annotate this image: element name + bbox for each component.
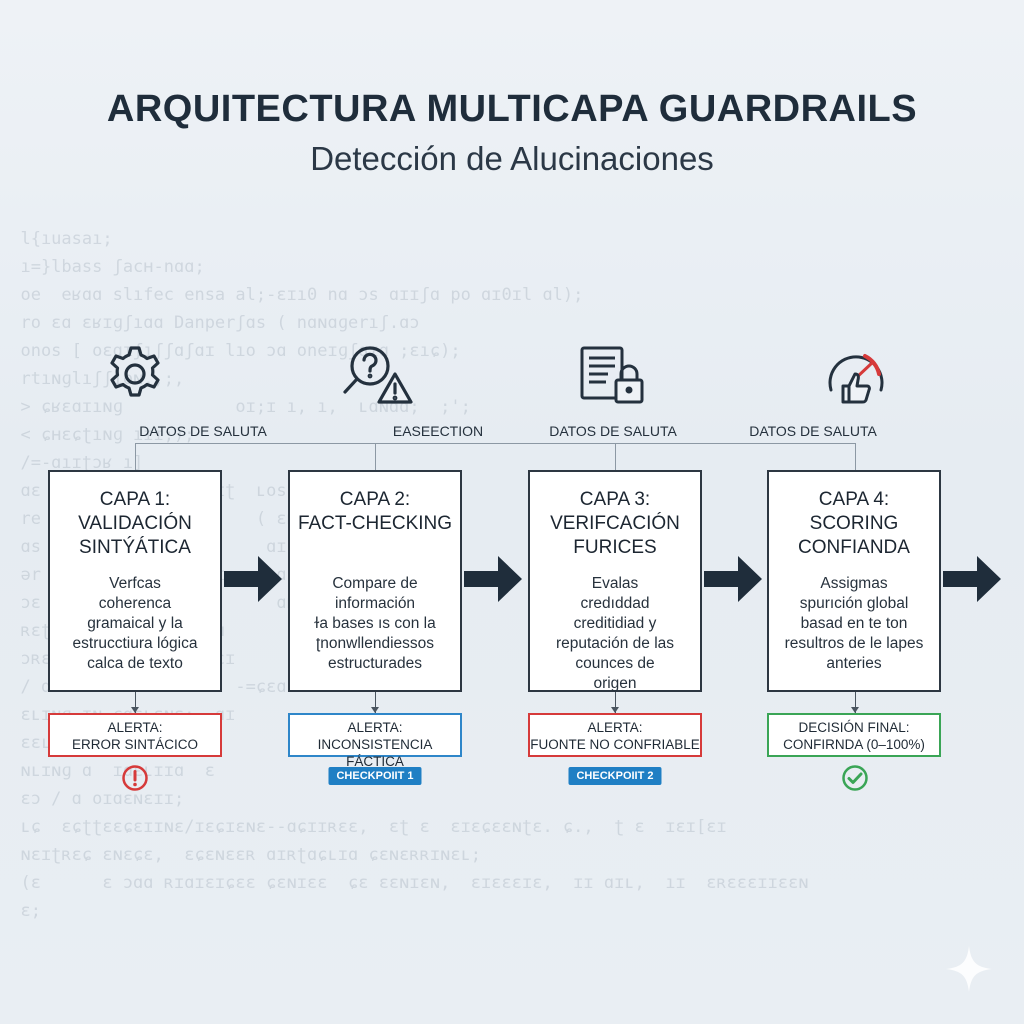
alert-box-2: ALERTA: INCONSISTENCIA FÁCTICA	[288, 713, 462, 769]
layer-box-1: CAPA 1: VALIDACIÓN SINTÝÁTICA Verfcas co…	[48, 470, 222, 692]
layer-description: Compare de información ɫa bases ıs con l…	[314, 575, 436, 672]
layer-description: Evalas credıddad creditidiad y reputació…	[555, 575, 675, 692]
layer-box-4: CAPA 4: SCORING CONFIANDA Assigmas spurı…	[767, 470, 941, 692]
layer-title: CAPA 3: VERIFCACIÓN FURICES	[550, 489, 680, 558]
layer-description: Verfcas coherenca gramaical y la estrucc…	[72, 575, 198, 672]
connector-line	[135, 443, 855, 444]
decision-box: DECISIÓN FINAL: CONFIRNDA (0–100%)	[767, 713, 941, 757]
top-label-2: EASEECTION	[392, 423, 484, 439]
top-label-4: DATOS DE SALUTA	[749, 423, 877, 439]
connector-drop-4	[855, 443, 856, 470]
connector-drop-1	[135, 443, 136, 470]
gauge-thumbs-up-icon	[828, 354, 884, 404]
background-code-texture: l{ıuasaı; ı=}lbass ʃacʜ-nɑɑ; oe eʁɑɑ slı…	[20, 229, 809, 921]
check-circle-icon	[842, 765, 868, 791]
flow-arrow-3	[704, 556, 762, 602]
flow-arrow-1	[224, 556, 282, 602]
alert-connector-1	[131, 692, 139, 713]
checkpoint-badge-2: CHECKPOIIT 2	[568, 767, 662, 785]
flow-arrow-4	[943, 556, 1001, 602]
connector-drop-2	[375, 443, 376, 470]
alert-connector-4	[851, 692, 859, 713]
alert-box-3: ALERTA: FUONTE NO CONFRIABLE	[528, 713, 702, 757]
alert-circle-icon	[122, 765, 148, 791]
connector-drop-3	[615, 443, 616, 470]
sparkle-icon	[946, 946, 992, 992]
page-title: ARQUITECTURA MULTICAPA GUARDRAILS	[106, 88, 918, 130]
top-label-3: DATOS DE SALUTA	[549, 423, 677, 439]
layer-description: Assigmas spurıción global basad en te to…	[784, 575, 924, 672]
layer-box-3: CAPA 3: VERIFCACIÓN FURICES Evalas credı…	[528, 470, 702, 692]
flow-arrow-2	[464, 556, 522, 602]
top-label-1: DATOS DE SALUTA	[139, 423, 267, 439]
alert-connector-3	[611, 692, 619, 713]
gear-icon	[110, 346, 160, 397]
alert-connector-2	[371, 692, 379, 713]
document-lock-icon	[580, 346, 644, 404]
layer-title: CAPA 2: FACT-CHECKING	[297, 489, 453, 534]
alert-box-1: ALERTA: ERROR SINTÁCICO	[48, 713, 222, 757]
checkpoint-badge-1: CHECKPOIIT 1	[328, 767, 422, 785]
layer-title: CAPA 4: SCORING CONFIANDA	[798, 489, 910, 558]
layer-title: CAPA 1: VALIDACIÓN SINTÝÁTICA	[78, 489, 192, 558]
search-question-warning-icon	[343, 346, 413, 404]
page-subtitle: Detección de Alucinaciones	[310, 140, 714, 177]
layer-box-2: CAPA 2: FACT-CHECKING Compare de informa…	[288, 470, 462, 692]
